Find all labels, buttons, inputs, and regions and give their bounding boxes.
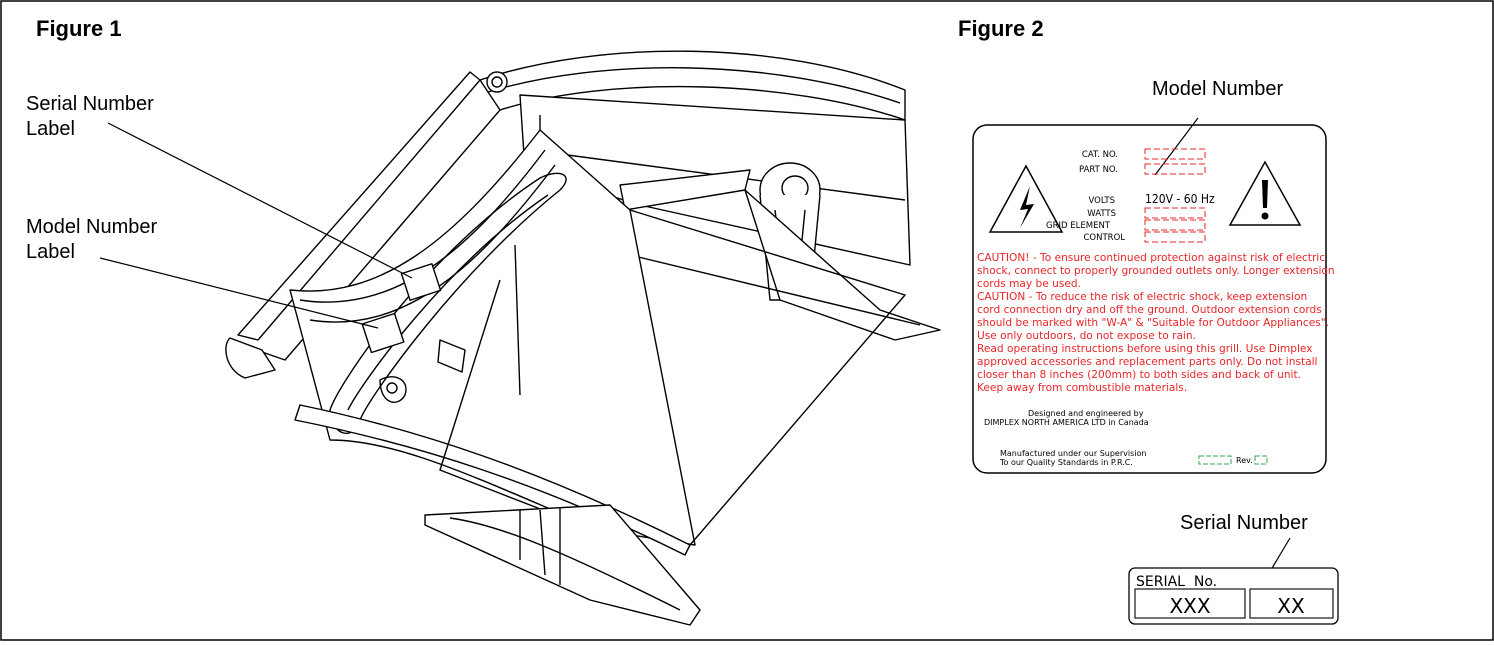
control-label: CONTROL [1083, 233, 1125, 243]
caution-line: approved accessories and replacement par… [977, 356, 1318, 368]
volts-value: 120V - 60 Hz [1145, 192, 1215, 206]
serial-field-2: XX [1277, 594, 1305, 618]
spec-placeholder-boxes [1144, 148, 1206, 243]
callout-line: Label [26, 118, 75, 140]
caution-line: Keep away from combustible materials. [977, 382, 1187, 394]
cat-no-label: CAT. NO. [1082, 150, 1118, 160]
designed-by-company: DIMPLEX NORTH AMERICA LTD in Canada [984, 418, 1149, 427]
model-number-leader-line [1154, 117, 1199, 176]
serial-field-1: XXX [1169, 594, 1210, 618]
model-leader-line [99, 257, 379, 329]
part-no-label: PART NO. [1079, 165, 1118, 175]
figure1-title: Figure 1 [36, 16, 122, 41]
green-placeholder-boxes [1198, 455, 1268, 465]
caution-line: Use only outdoors, do not expose to rain… [977, 330, 1196, 342]
callout-line: Model Number [26, 216, 158, 238]
electric-shock-warning-icon [988, 164, 1064, 233]
callout-line: Label [26, 241, 75, 263]
serial-label-marker [400, 263, 442, 301]
serial-number-callout: Serial Number [1180, 512, 1308, 534]
designed-by-line: Designed and engineered by [1028, 409, 1144, 418]
model-number-callout: Model Number [1152, 78, 1284, 100]
serial-leader-line [107, 122, 413, 279]
caution-line: cord connection dry and off the ground. … [977, 304, 1322, 316]
rev-label: Rev. [1236, 456, 1253, 465]
caution-line: CAUTION - To reduce the risk of electric… [977, 291, 1307, 303]
volts-label: VOLTS [1088, 196, 1115, 206]
grill-drawing [225, 50, 941, 626]
model-label-marker [361, 312, 405, 354]
serial-number-label-callout: Serial Number Label [26, 92, 154, 142]
caution-line: cords may be used. [977, 278, 1081, 290]
caution-line: Read operating instructions before using… [977, 343, 1313, 355]
caution-line: should be marked with "W-A" & "Suitable … [977, 317, 1329, 329]
serial-number-plate: SERIAL No. XXX XX [1128, 567, 1339, 625]
watts-label: WATTS [1087, 209, 1116, 219]
caution-line: closer than 8 inches (200mm) to both sid… [977, 369, 1301, 381]
callout-line: Serial Number [26, 93, 154, 115]
quality-standards-line: To our Quality Standards in P.R.C. [999, 458, 1133, 467]
exclamation-warning-icon [1228, 160, 1302, 226]
serial-plate-title: SERIAL No. [1136, 574, 1217, 590]
model-number-label-callout: Model Number Label [26, 215, 157, 265]
caution-text-block: CAUTION! - To ensure continued protectio… [977, 252, 1335, 394]
caution-line: CAUTION! - To ensure continued protectio… [977, 252, 1325, 264]
figure2-title: Figure 2 [958, 16, 1044, 41]
grid-element-label: GRID ELEMENT [1046, 221, 1111, 231]
manufactured-line: Manufactured under our Supervision [1000, 449, 1146, 458]
caution-line: shock, connect to properly grounded outl… [977, 265, 1335, 277]
